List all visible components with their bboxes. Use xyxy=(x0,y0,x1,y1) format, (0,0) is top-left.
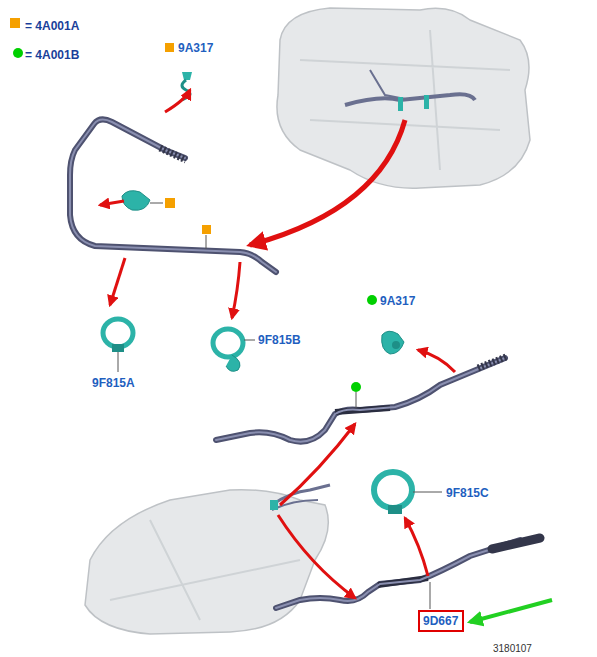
legend-swatch xyxy=(10,18,20,28)
marker-square xyxy=(202,225,211,234)
part-number: 9A317 xyxy=(178,41,213,55)
vent-tube xyxy=(276,538,540,608)
clamp xyxy=(103,319,133,372)
vent-tube xyxy=(70,119,276,272)
fuel-tank xyxy=(277,8,530,188)
part-number: 9F815B xyxy=(258,333,301,347)
clamp xyxy=(374,472,442,514)
clip xyxy=(382,331,404,354)
red-arrow xyxy=(100,90,455,598)
part-number: 9F815A xyxy=(92,376,135,390)
bracket xyxy=(122,191,163,211)
green-arrow xyxy=(470,600,552,622)
part-number: 9A317 xyxy=(380,294,415,308)
marker-square xyxy=(165,43,174,52)
callout-number: 9D667 xyxy=(423,614,459,628)
part-number: 9F815C xyxy=(446,486,489,500)
callout-box: 9D667 xyxy=(418,610,464,632)
vent-tube xyxy=(216,357,506,442)
drawing-number: 3180107 xyxy=(493,643,532,655)
legend-text: = 4A001A xyxy=(25,19,79,33)
marker-square xyxy=(165,198,175,208)
legend-swatch xyxy=(13,48,23,58)
fuel-tank xyxy=(85,485,330,634)
marker-dot xyxy=(351,382,361,392)
marker-dot xyxy=(367,295,377,305)
legend-text: = 4A001B xyxy=(25,48,79,62)
clamp xyxy=(213,329,255,371)
